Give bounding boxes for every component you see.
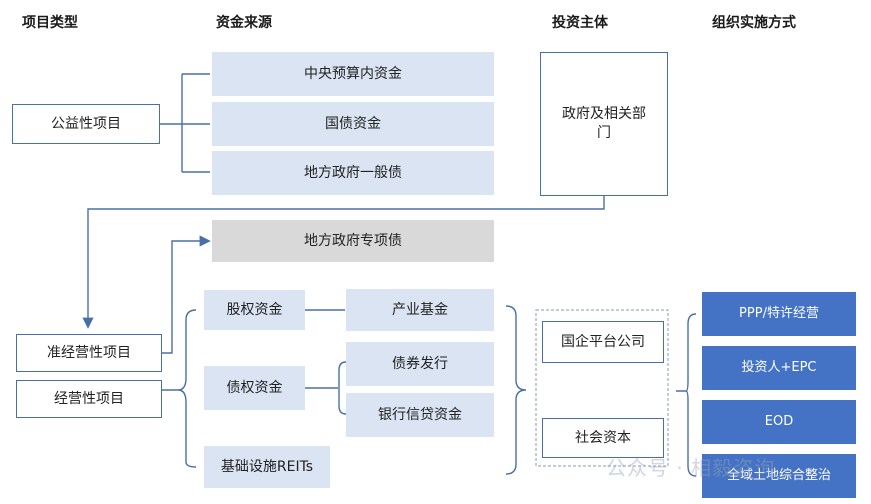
source-bond-issuance: 债券发行 <box>346 342 494 386</box>
header-investor: 投资主体 <box>552 15 608 31</box>
investor-government: 政府及相关部门 <box>540 52 668 196</box>
method-ppp: PPP/特许经营 <box>702 292 856 336</box>
project-type-operating: 经营性项目 <box>16 380 162 418</box>
source-industry-fund: 产业基金 <box>346 289 494 331</box>
source-central-budget: 中央预算内资金 <box>212 52 494 96</box>
source-local-special-bonds: 地方政府专项债 <box>212 220 494 262</box>
investor-social-capital: 社会资本 <box>542 418 664 458</box>
project-type-public: 公益性项目 <box>12 104 160 144</box>
investor-soe-platform: 国企平台公司 <box>542 321 664 363</box>
project-type-quasi: 准经营性项目 <box>16 334 162 372</box>
header-project-type: 项目类型 <box>22 15 78 31</box>
source-reits: 基础设施REITs <box>204 446 330 488</box>
header-org-method: 组织实施方式 <box>712 15 796 31</box>
watermark: 公众号 · 相毅咨询 <box>606 456 776 480</box>
method-investor-epc: 投资人+EPC <box>702 346 856 390</box>
source-equity: 股权资金 <box>204 290 305 330</box>
method-eod: EOD <box>702 400 856 444</box>
method-land-consolidation: 全域土地综合整治 <box>702 454 856 498</box>
source-treasury-bonds: 国债资金 <box>212 102 494 146</box>
header-fund-source: 资金来源 <box>216 15 272 31</box>
source-debt: 债权资金 <box>204 366 305 410</box>
source-local-general-bonds: 地方政府一般债 <box>212 151 494 195</box>
source-bank-credit: 银行信贷资金 <box>346 393 494 437</box>
